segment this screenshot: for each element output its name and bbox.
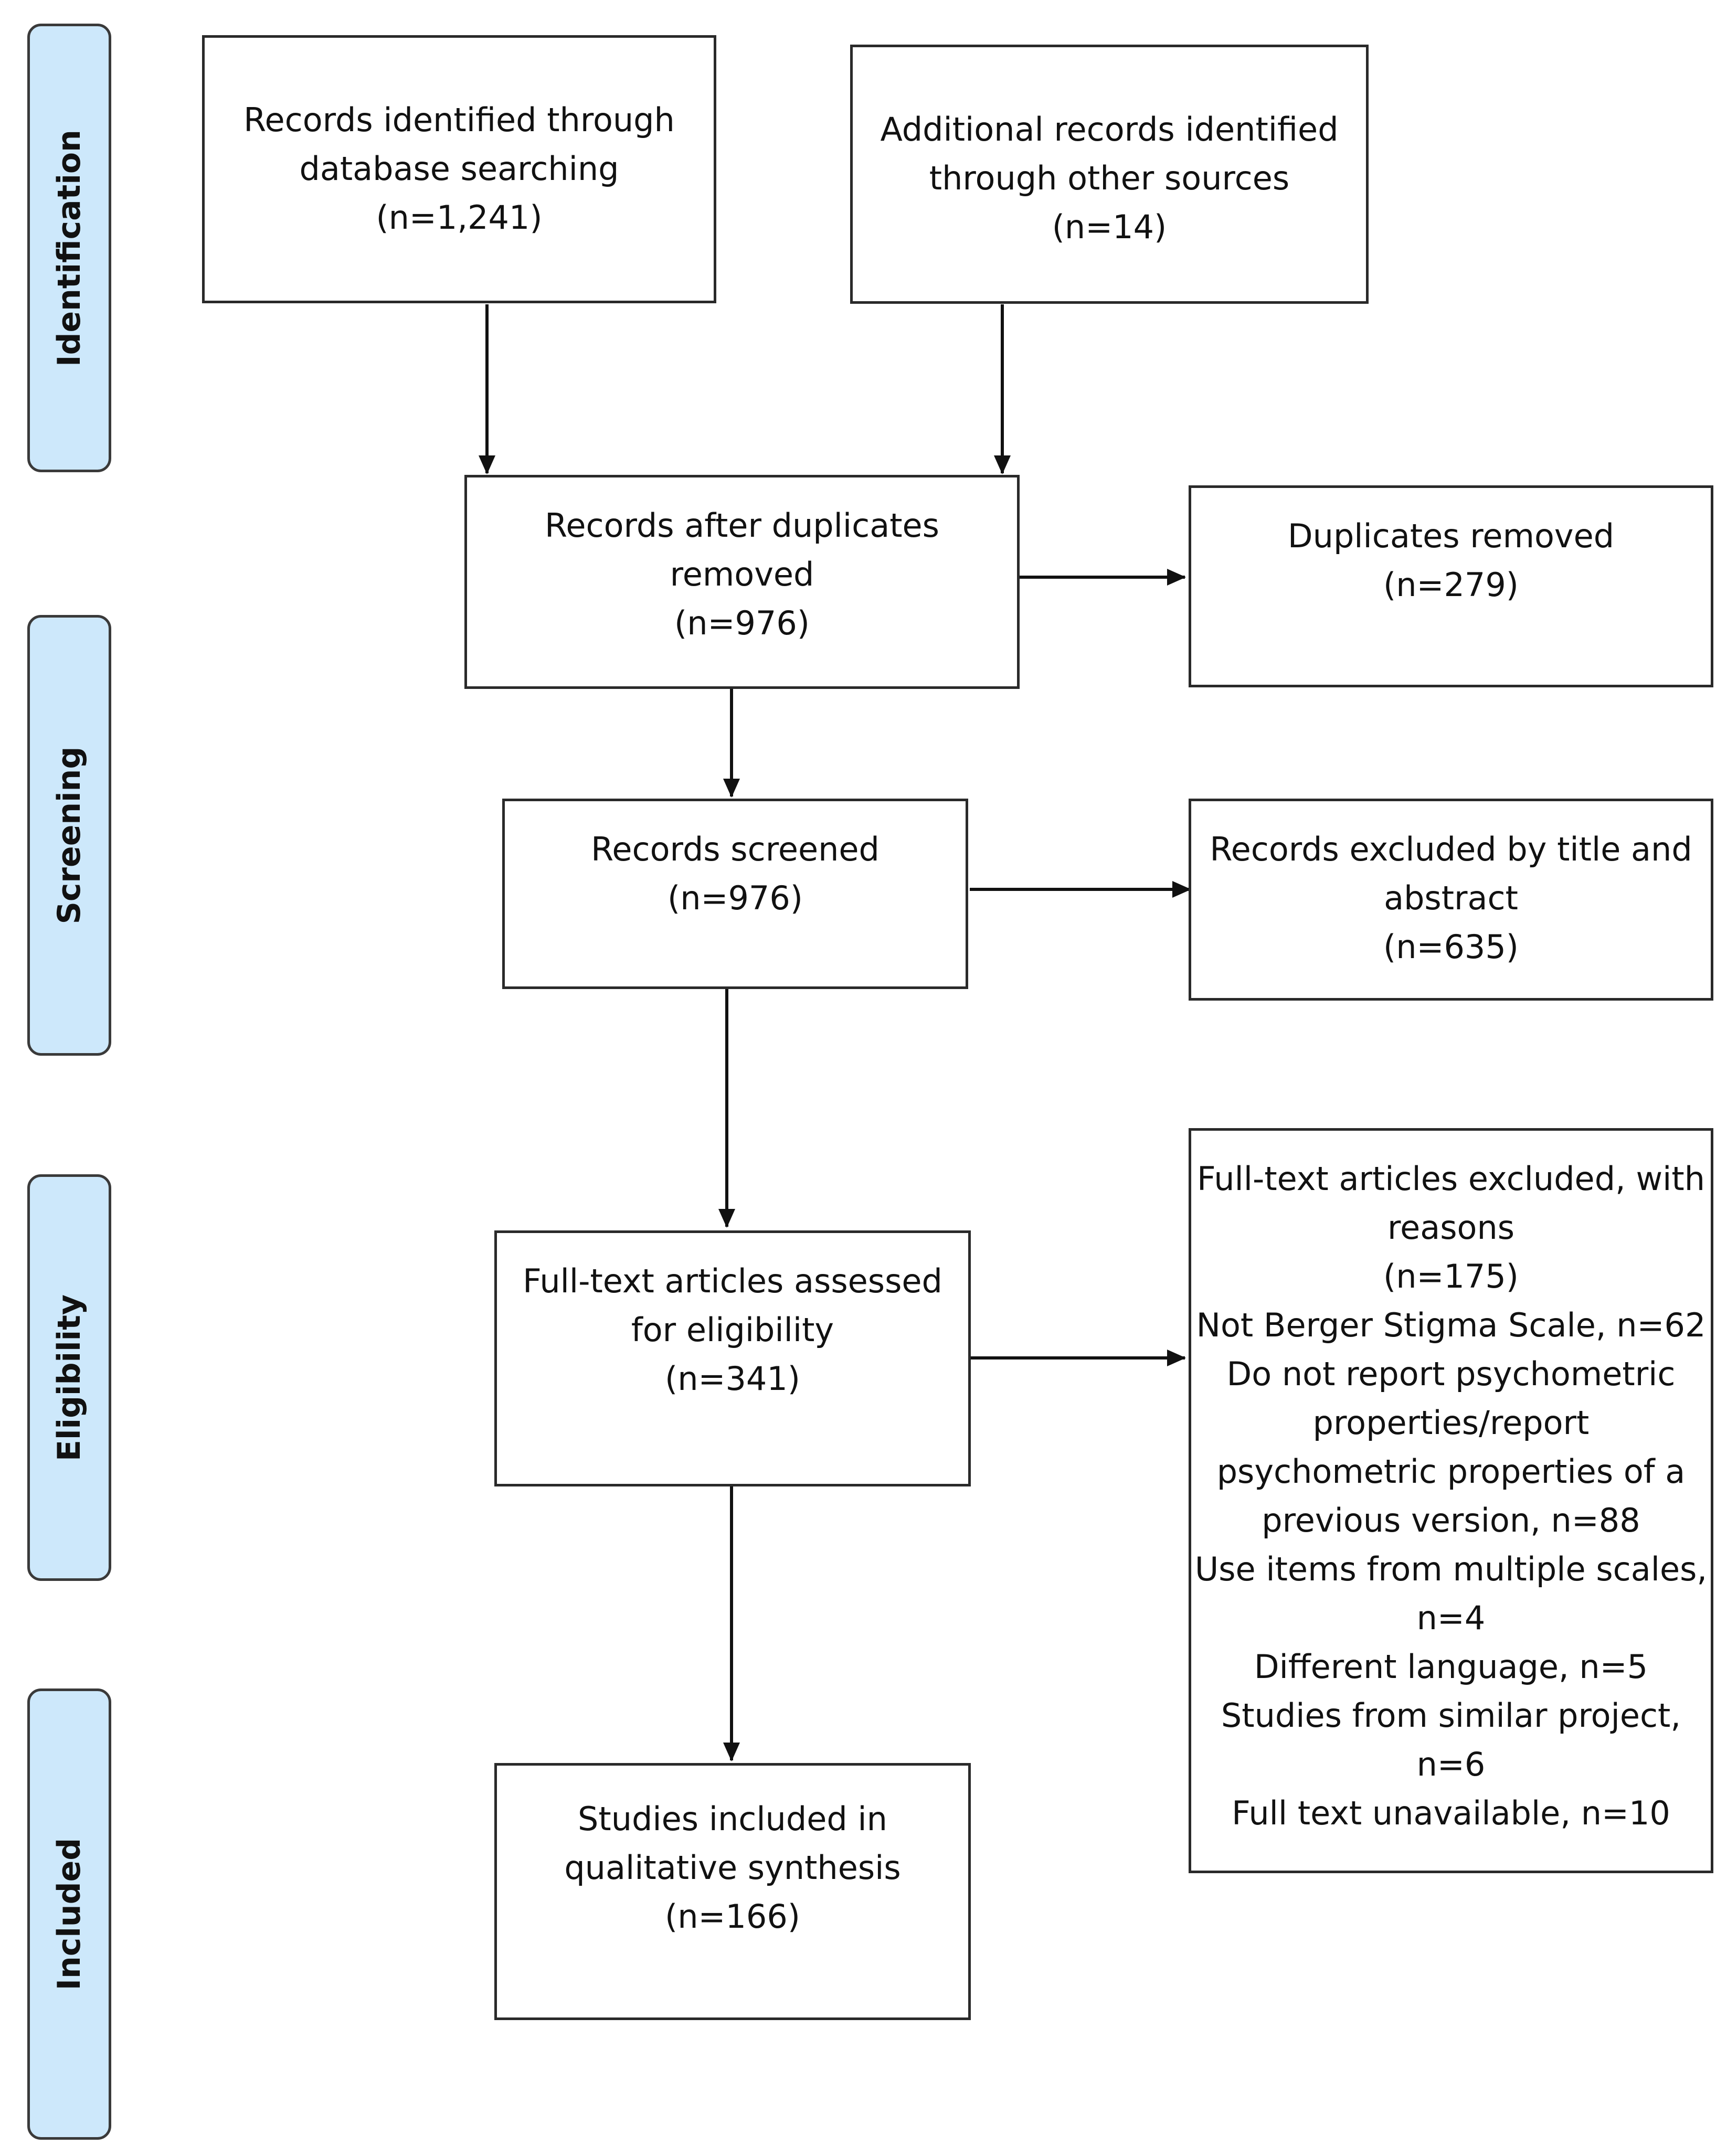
fulltext-assessed-line-1: Full-text articles assessed: [523, 1262, 942, 1300]
fulltext-excluded-line-3: (n=175): [1383, 1257, 1519, 1295]
included-studies-line-1: Studies included in: [578, 1800, 887, 1838]
fulltext-assessed-line-2: for eligibility: [631, 1311, 834, 1349]
fulltext-excluded-line-11: Different language, n=5: [1254, 1648, 1648, 1686]
other-sources-line-1: Additional records identified: [880, 110, 1339, 148]
other-sources-line-3: (n=14): [1052, 208, 1167, 246]
box-after-duplicates: Records after duplicates removed (n=976): [464, 475, 1020, 689]
fulltext-assessed-line-3: (n=341): [665, 1360, 800, 1398]
after-duplicates-line-2: removed: [670, 555, 814, 593]
excluded-title-abstract-line-1: Records excluded by title and: [1210, 830, 1692, 868]
fulltext-excluded-line-14: Full text unavailable, n=10: [1232, 1794, 1670, 1832]
fulltext-excluded-line-5: Do not report psychometric: [1226, 1355, 1676, 1393]
fulltext-excluded-line-13: n=6: [1416, 1745, 1486, 1783]
box-duplicates-removed: Duplicates removed (n=279): [1189, 485, 1713, 687]
database-records-line-3: (n=1,241): [376, 198, 543, 237]
box-included-studies: Studies included in qualitative synthesi…: [494, 1763, 971, 2020]
duplicates-removed-line-2: (n=279): [1383, 566, 1519, 604]
box-records-screened: Records screened (n=976): [502, 799, 968, 989]
fulltext-excluded-line-2: reasons: [1387, 1208, 1515, 1247]
duplicates-removed-line-1: Duplicates removed: [1287, 517, 1615, 555]
other-sources-line-2: through other sources: [929, 159, 1290, 197]
stage-screening: Screening: [27, 615, 111, 1056]
fulltext-excluded-line-7: psychometric properties of a: [1216, 1452, 1686, 1491]
included-studies-line-2: qualitative synthesis: [564, 1849, 901, 1887]
excluded-title-abstract-line-2: abstract: [1384, 879, 1518, 917]
stage-included: Included: [27, 1688, 111, 2140]
included-studies-line-3: (n=166): [665, 1897, 800, 1936]
fulltext-excluded-line-1: Full-text articles excluded, with: [1196, 1160, 1705, 1198]
after-duplicates-line-1: Records after duplicates: [545, 506, 939, 545]
database-records-line-2: database searching: [299, 150, 619, 188]
box-fulltext-assessed: Full-text articles assessed for eligibil…: [494, 1230, 971, 1486]
fulltext-excluded-line-10: n=4: [1416, 1599, 1486, 1637]
fulltext-excluded-line-4: Not Berger Stigma Scale, n=62: [1196, 1306, 1706, 1344]
database-records-line-1: Records identified through: [243, 101, 675, 139]
stage-identification: Identification: [27, 24, 111, 472]
records-screened-line-1: Records screened: [591, 830, 880, 868]
box-database-records: Records identified through database sear…: [202, 35, 716, 303]
stage-eligibility: Eligibility: [27, 1174, 111, 1581]
box-fulltext-excluded: Full-text articles excluded, with reason…: [1189, 1128, 1713, 1873]
fulltext-excluded-line-12: Studies from similar project,: [1221, 1696, 1681, 1735]
records-screened-line-2: (n=976): [668, 879, 803, 917]
fulltext-excluded-line-8: previous version, n=88: [1262, 1501, 1640, 1539]
after-duplicates-line-3: (n=976): [674, 604, 810, 642]
fulltext-excluded-line-6: properties/report: [1312, 1404, 1590, 1442]
box-excluded-title-abstract: Records excluded by title and abstract (…: [1189, 799, 1713, 1001]
fulltext-excluded-line-9: Use items from multiple scales,: [1194, 1550, 1708, 1588]
box-other-sources: Additional records identified through ot…: [850, 45, 1369, 304]
excluded-title-abstract-line-3: (n=635): [1383, 928, 1519, 966]
